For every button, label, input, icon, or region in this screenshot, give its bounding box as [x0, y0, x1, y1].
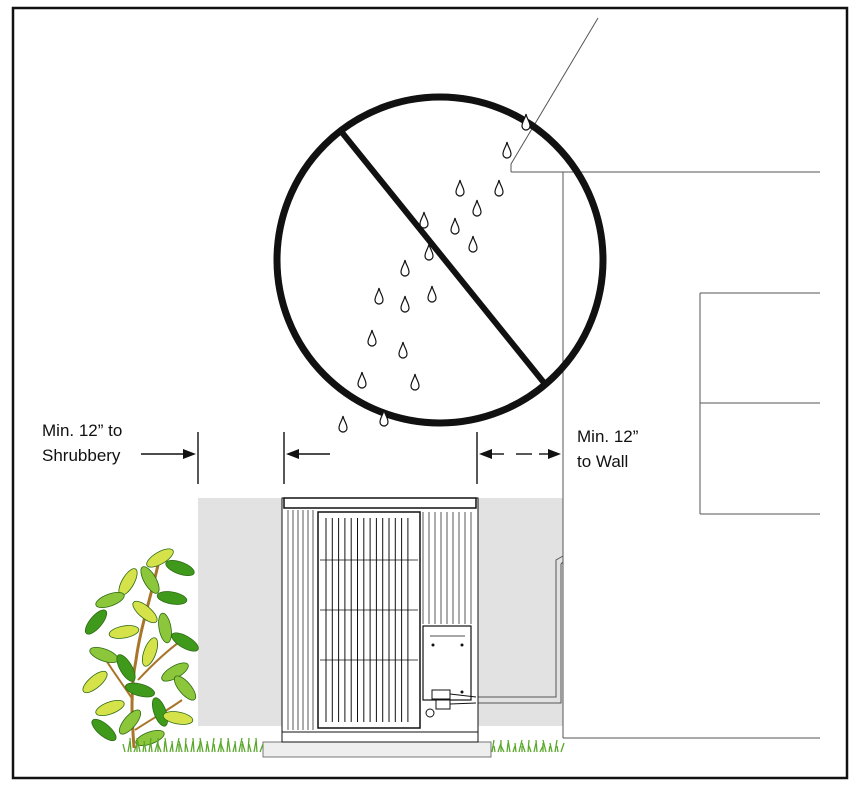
shrub-icon [82, 548, 199, 749]
condenser-unit [281, 497, 479, 743]
dimension-shrubbery [141, 432, 330, 484]
service-valves [425, 689, 477, 718]
shrubbery-label-line1: Min. 12” to [42, 421, 123, 440]
refrigerant-lines [476, 555, 564, 704]
dimension-wall [476, 432, 561, 484]
grille-slats [320, 518, 418, 722]
diagram-frame [11, 6, 849, 780]
wall-label-line2: to Wall [577, 452, 629, 471]
grass [122, 737, 565, 753]
coil-right [422, 512, 472, 624]
house-window [699, 292, 820, 515]
unit-base [281, 731, 479, 743]
unit-grille [317, 511, 421, 729]
wall-label-line1: Min. 12” [577, 427, 639, 446]
concrete-pad [262, 741, 492, 758]
raindrop-icon [338, 113, 531, 433]
house-wall [510, 17, 820, 739]
unit-top [283, 497, 477, 509]
service-panel [422, 625, 472, 701]
shrubbery-label-line2: Shrubbery [42, 446, 121, 465]
no-symbol-icon [273, 93, 607, 427]
coil-left [287, 510, 314, 730]
